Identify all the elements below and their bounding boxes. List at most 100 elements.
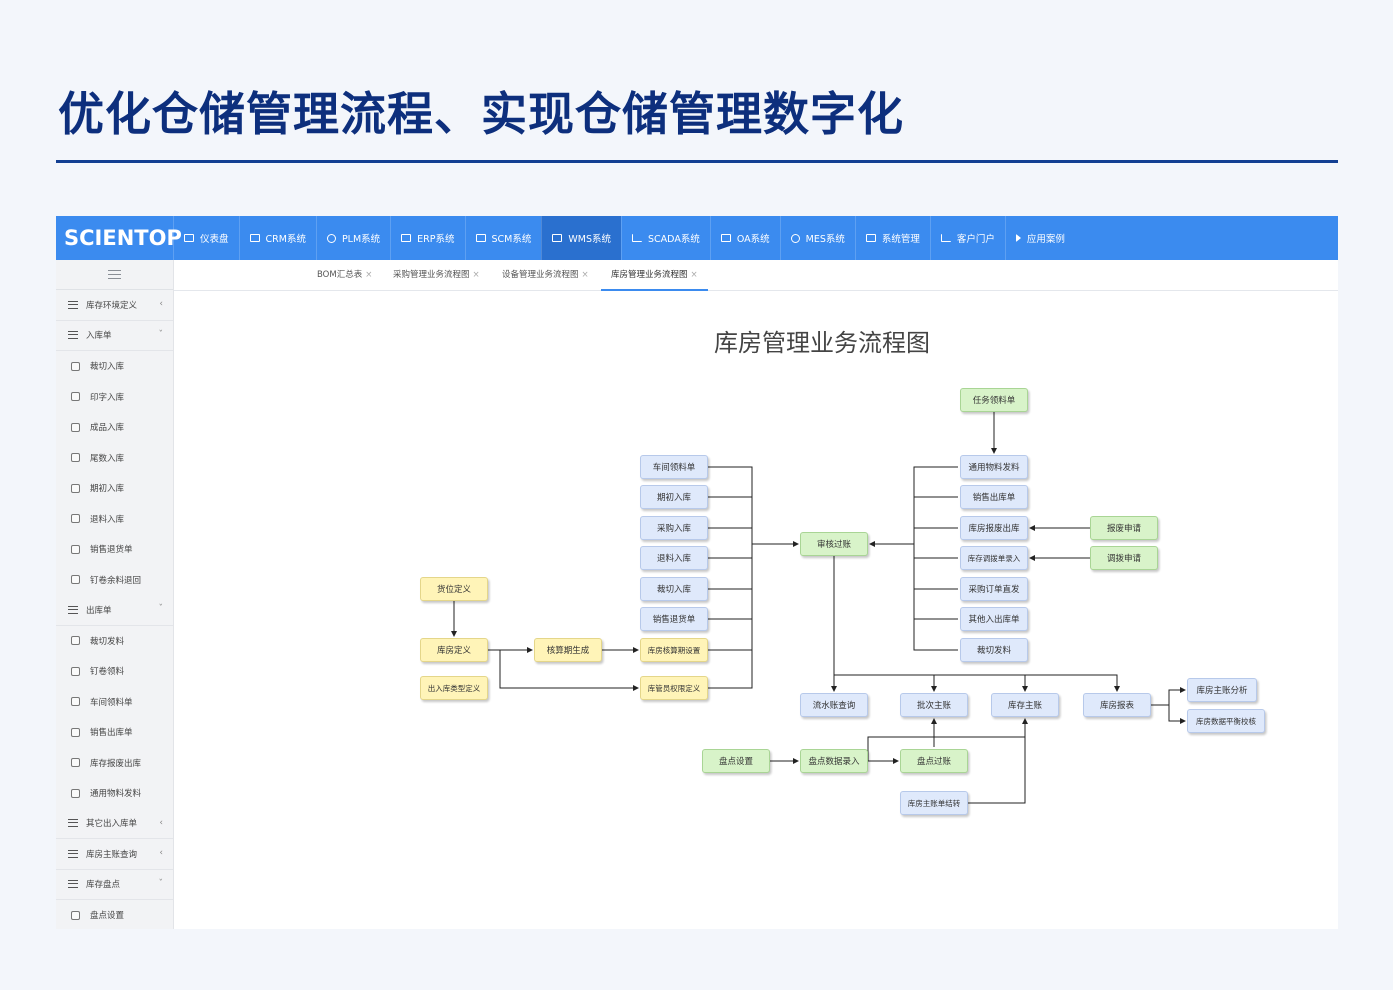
flow-node-pdsz[interactable]: 盘点设置 bbox=[702, 749, 770, 773]
flow-connector bbox=[708, 544, 753, 651]
sidebar-item-label: 销售退货单 bbox=[90, 545, 133, 556]
flow-connector bbox=[913, 466, 958, 544]
flow-node-kcdbdlr[interactable]: 库存调拨单录入 bbox=[960, 546, 1028, 570]
sidebar-item-label: 库存报废出库 bbox=[90, 758, 142, 769]
nav-item-3[interactable]: ERP系统 bbox=[390, 216, 464, 260]
sidebar-item[interactable]: 车间领料单 bbox=[56, 687, 173, 718]
flow-node-cjlld[interactable]: 车间领料单 bbox=[640, 455, 708, 479]
flow-node-pdsjlr[interactable]: 盘点数据录入 bbox=[800, 749, 868, 773]
nav-item-1[interactable]: CRM系统 bbox=[238, 216, 316, 260]
sidebar-item-label: 库房主账查询 bbox=[86, 849, 138, 860]
flow-node-bfsq[interactable]: 报废申请 bbox=[1090, 516, 1158, 540]
close-icon[interactable]: × bbox=[365, 270, 373, 280]
flow-node-qqfl[interactable]: 裁切发料 bbox=[960, 638, 1028, 662]
flow-node-kfzzfx[interactable]: 库房主账分析 bbox=[1187, 678, 1257, 702]
brand-logo[interactable]: SCIENTOP bbox=[64, 226, 182, 250]
nav-item-label: 仪表盘 bbox=[200, 234, 229, 245]
chevron-left-icon: ‹ bbox=[159, 848, 163, 858]
cube-icon bbox=[71, 575, 80, 585]
sidebar-group[interactable]: 库存环境定义‹ bbox=[56, 290, 173, 321]
sidebar-item[interactable]: 盘点设置 bbox=[56, 900, 173, 929]
flow-node-dbsq[interactable]: 调拨申请 bbox=[1090, 546, 1158, 570]
nav-item-4[interactable]: SCM系统 bbox=[464, 216, 542, 260]
sidebar-item-label: 期初入库 bbox=[90, 484, 125, 495]
sidebar-item[interactable]: 裁切入库 bbox=[56, 351, 173, 382]
flow-node-cgrk[interactable]: 采购入库 bbox=[640, 516, 708, 540]
flow-node-tlrk[interactable]: 退料入库 bbox=[640, 546, 708, 570]
flow-connector bbox=[708, 544, 753, 620]
flow-node-cgddzf[interactable]: 采购订单直发 bbox=[960, 577, 1028, 601]
close-icon[interactable]: × bbox=[690, 270, 698, 280]
flow-node-kfzzdjz[interactable]: 库房主账单结转 bbox=[900, 791, 968, 815]
sidebar-item[interactable]: 期初入库 bbox=[56, 473, 173, 504]
nav-item-label: MES系统 bbox=[805, 234, 845, 245]
flow-connector bbox=[968, 719, 1026, 804]
flow-node-xsthd[interactable]: 销售退货单 bbox=[640, 607, 708, 631]
sidebar-item-label: 成品入库 bbox=[90, 423, 125, 434]
sidebar-item[interactable]: 尾数入库 bbox=[56, 443, 173, 474]
nav-item-label: ERP系统 bbox=[417, 234, 455, 245]
flow-node-tywlfl[interactable]: 通用物料发料 bbox=[960, 455, 1028, 479]
sidebar-group[interactable]: 其它出入库单‹ bbox=[56, 809, 173, 839]
sidebar-item[interactable]: 通用物料发料 bbox=[56, 778, 173, 809]
tab-0[interactable]: BOM汇总表× bbox=[317, 260, 372, 291]
nav-item-9[interactable]: 系统管理 bbox=[854, 216, 930, 260]
sidebar-item[interactable]: 钉卷领料 bbox=[56, 656, 173, 687]
sidebar-item[interactable]: 销售出库单 bbox=[56, 717, 173, 748]
flow-node-qcrk[interactable]: 期初入库 bbox=[640, 485, 708, 509]
flow-node-pdgz[interactable]: 盘点过账 bbox=[900, 749, 968, 773]
flow-node-kfsjphjy[interactable]: 库房数据平衡校核 bbox=[1187, 709, 1265, 733]
flow-node-xsckd[interactable]: 销售出库单 bbox=[960, 485, 1028, 509]
nav-item-10[interactable]: 客户门户 bbox=[929, 216, 1005, 260]
flow-node-rwllz[interactable]: 任务领料单 bbox=[960, 388, 1028, 412]
flow-node-qqrk[interactable]: 裁切入库 bbox=[640, 577, 708, 601]
nav-item-7[interactable]: OA系统 bbox=[709, 216, 780, 260]
flow-node-hwdy[interactable]: 货位定义 bbox=[420, 577, 488, 601]
flow-node-lszcx[interactable]: 流水账查询 bbox=[800, 693, 868, 717]
flow-node-pczz[interactable]: 批次主账 bbox=[900, 693, 968, 717]
flow-node-kfdy[interactable]: 库房定义 bbox=[420, 638, 488, 662]
cube-icon bbox=[71, 788, 80, 798]
tab-2[interactable]: 设备管理业务流程图× bbox=[502, 260, 589, 291]
flow-node-crklxdy[interactable]: 出入库类型定义 bbox=[420, 676, 488, 700]
tab-3[interactable]: 库房管理业务流程图× bbox=[601, 260, 708, 291]
flow-node-hsqsc[interactable]: 核算期生成 bbox=[534, 638, 602, 662]
nav-item-6[interactable]: SCADA系统 bbox=[621, 216, 710, 260]
sidebar-item[interactable]: 销售退货单 bbox=[56, 534, 173, 565]
flow-node-kgyqxdy[interactable]: 库管员权限定义 bbox=[640, 676, 708, 700]
list-icon bbox=[552, 234, 563, 242]
flow-node-kczz[interactable]: 库存主账 bbox=[991, 693, 1059, 717]
list-icon bbox=[68, 880, 78, 889]
flow-node-qtcrkd[interactable]: 其他入出库单 bbox=[960, 607, 1028, 631]
flow-node-kfbfck[interactable]: 库房报废出库 bbox=[960, 516, 1028, 540]
sidebar-group[interactable]: 库房主账查询 ‹ bbox=[56, 839, 173, 870]
nav-item-2[interactable]: PLM系统 bbox=[315, 216, 390, 260]
sidebar-item[interactable]: 裁切发料 bbox=[56, 626, 173, 657]
sidebar-toggle[interactable] bbox=[56, 260, 173, 290]
sidebar-item[interactable]: 印字入库 bbox=[56, 382, 173, 413]
nav-item-5[interactable]: WMS系统 bbox=[541, 216, 622, 260]
sidebar-item[interactable]: 钉卷余料退回 bbox=[56, 565, 173, 596]
close-icon[interactable]: × bbox=[472, 270, 480, 280]
cube-icon bbox=[71, 453, 80, 463]
sidebar-item[interactable]: 库存报废出库 bbox=[56, 748, 173, 779]
list-icon bbox=[68, 849, 78, 858]
close-icon[interactable]: × bbox=[581, 270, 589, 280]
nav-item-11[interactable]: 应用案例 bbox=[1004, 216, 1075, 260]
tab-1[interactable]: 采购管理业务流程图× bbox=[393, 260, 480, 291]
diagram-title: 库房管理业务流程图 bbox=[714, 329, 930, 357]
flow-node-kfbb[interactable]: 库房报表 bbox=[1083, 693, 1151, 717]
nav-item-0[interactable]: 仪表盘 bbox=[173, 216, 239, 260]
cube-icon bbox=[71, 666, 80, 676]
sidebar-item[interactable]: 成品入库 bbox=[56, 412, 173, 443]
flow-node-kfhsqsz[interactable]: 库房核算期设置 bbox=[640, 638, 708, 662]
area-chart-icon bbox=[940, 234, 951, 242]
sidebar-item[interactable]: 退料入库 bbox=[56, 504, 173, 535]
nav-item-8[interactable]: MES系统 bbox=[779, 216, 855, 260]
flow-connector bbox=[488, 649, 639, 691]
flow-node-shgz[interactable]: 审核过账 bbox=[800, 532, 868, 556]
